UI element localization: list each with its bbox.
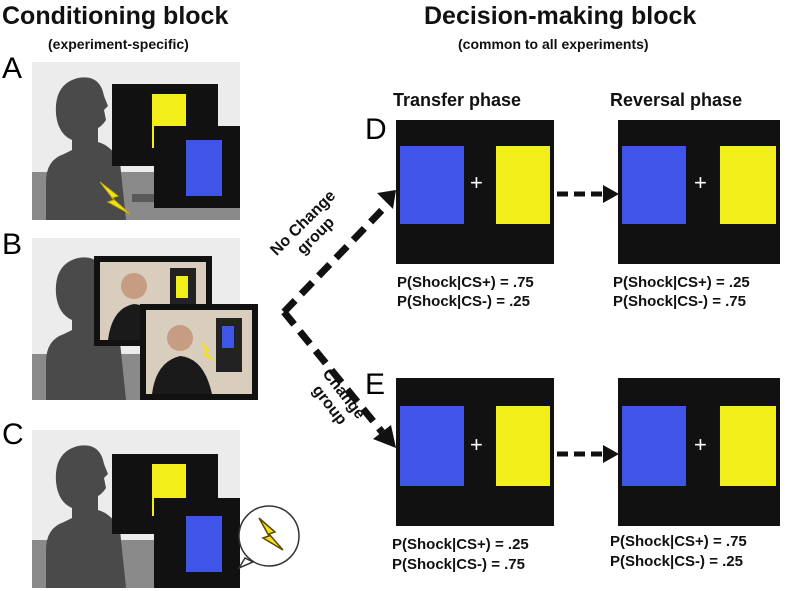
scene-panel-c — [32, 430, 240, 588]
conditioning-block-title: Conditioning block — [2, 2, 229, 30]
scene-panel-a — [32, 62, 240, 220]
change-arrow-line — [281, 309, 385, 435]
arrow-transfer-to-reversal-d — [557, 185, 619, 203]
decision-block-subtitle: (common to all experiments) — [458, 36, 649, 52]
yellow-cs-stimulus — [496, 146, 550, 224]
transfer-screen-d: + — [396, 120, 554, 264]
reversal-prob-cs-plus-d: P(Shock|CS+) = .25 — [613, 274, 750, 291]
blue-cs-stimulus — [400, 146, 464, 224]
reversal-screen-e: + — [618, 378, 780, 526]
fixation-cross: + — [694, 432, 707, 457]
reversal-screen-d: + — [618, 120, 780, 264]
panel-letter-c: C — [2, 418, 24, 451]
screen-front-blue — [154, 126, 240, 208]
transfer-phase-heading: Transfer phase — [393, 90, 522, 110]
blue-cs-stimulus — [186, 516, 222, 572]
blue-cs-stimulus — [622, 406, 686, 486]
actor-shock-figure-icon — [152, 318, 242, 394]
transfer-prob-cs-minus-e: P(Shock|CS-) = .75 — [392, 556, 525, 573]
change-arrow-head — [373, 425, 396, 448]
video-screen-front — [140, 304, 258, 400]
blue-cs-stimulus — [400, 406, 464, 486]
reversal-prob-cs-minus-d: P(Shock|CS-) = .75 — [613, 293, 746, 310]
panel-letter-a: A — [2, 52, 23, 85]
reversal-prob-cs-plus-e: P(Shock|CS+) = .75 — [610, 533, 747, 550]
panel-letter-d: D — [365, 113, 387, 146]
transfer-prob-cs-plus-d: P(Shock|CS+) = .75 — [397, 274, 534, 291]
decision-block-title: Decision-making block — [424, 2, 697, 30]
group-branch-arrows — [281, 190, 396, 448]
blue-cs-stimulus — [186, 140, 222, 196]
no-change-arrow-head — [377, 190, 396, 209]
yellow-cs-stimulus — [496, 406, 550, 486]
panel-letter-b: B — [2, 228, 23, 261]
blue-cs-stimulus — [622, 146, 686, 224]
video-frame-front — [146, 310, 252, 394]
panel-letter-e: E — [365, 368, 386, 401]
lightning-shock-icon — [99, 181, 131, 215]
screen-front-blue — [154, 498, 240, 588]
reversal-prob-cs-minus-e: P(Shock|CS-) = .25 — [610, 553, 743, 570]
conditioning-block-subtitle: (experiment-specific) — [48, 36, 189, 52]
reversal-phase-heading: Reversal phase — [610, 90, 743, 110]
transfer-screen-e: + — [396, 378, 554, 526]
shock-speech-bubble-icon — [237, 505, 300, 570]
transfer-prob-cs-minus-d: P(Shock|CS-) = .25 — [397, 293, 530, 310]
fixation-cross: + — [470, 432, 483, 457]
yellow-cs-stimulus — [720, 406, 776, 486]
fixation-cross: + — [694, 170, 707, 195]
transfer-prob-cs-plus-e: P(Shock|CS+) = .25 — [392, 536, 529, 553]
arrow-transfer-to-reversal-e — [557, 445, 619, 463]
yellow-cs-stimulus — [720, 146, 776, 224]
fixation-cross: + — [470, 170, 483, 195]
